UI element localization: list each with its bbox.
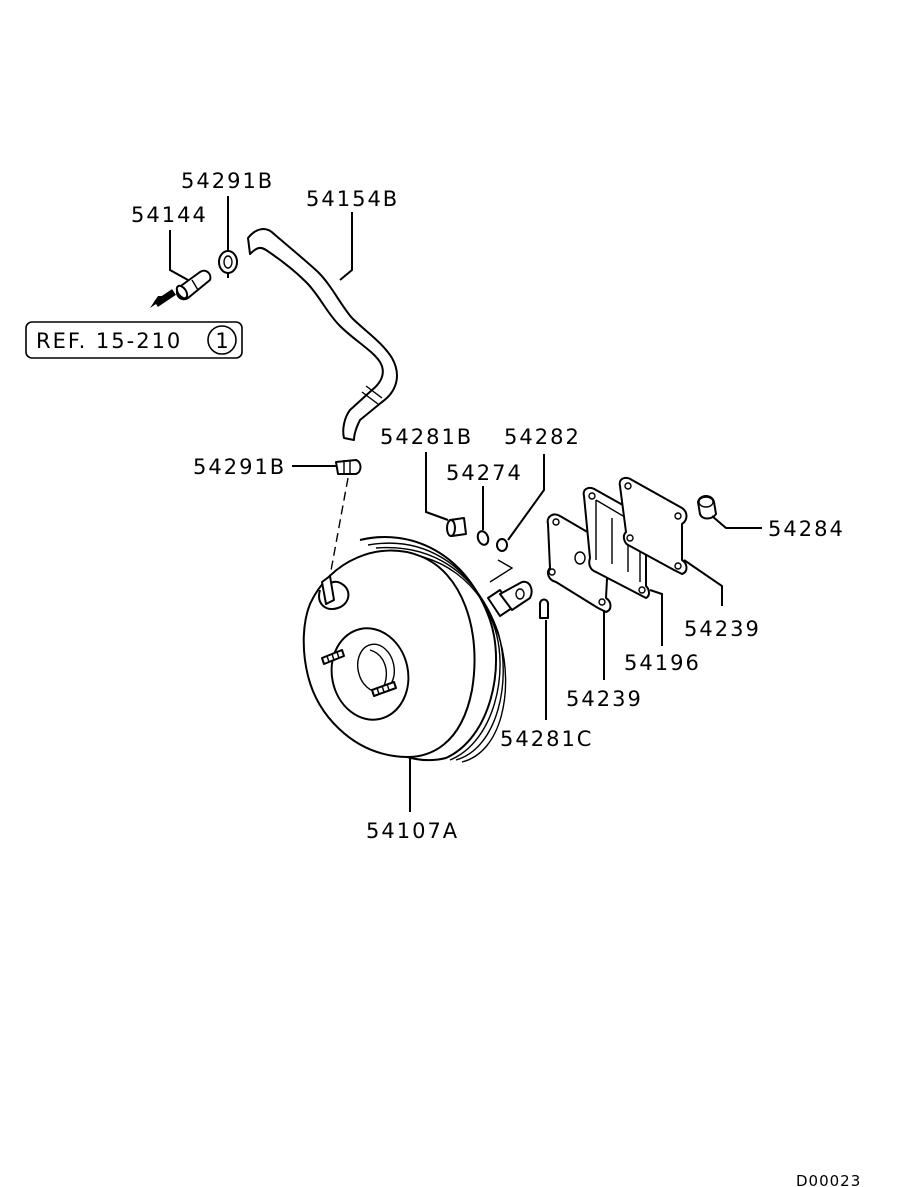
hose-clamp-upper[interactable]	[218, 250, 238, 278]
label-check-valve: 54144	[131, 203, 208, 227]
label-gasket-inner: 54239	[566, 687, 643, 711]
label-snap-pin: 54282	[504, 425, 581, 449]
check-valve[interactable]	[175, 269, 212, 301]
left-arrow-icon	[150, 289, 176, 308]
mounting-stud-lower	[371, 681, 397, 697]
label-bolt: 54284	[768, 517, 845, 541]
mounting-stud-upper	[321, 649, 345, 665]
snap-pin[interactable]	[496, 538, 508, 552]
washer[interactable]	[476, 530, 490, 547]
brake-booster[interactable]	[302, 536, 533, 763]
clevis-pin[interactable]	[446, 517, 467, 537]
reference-circled-number: 1	[215, 329, 228, 353]
circled-number-icon	[207, 325, 237, 355]
vacuum-hose[interactable]	[247, 228, 398, 441]
label-vacuum-hose: 54154B	[306, 187, 399, 211]
reference-text: REF. 15-210	[36, 329, 182, 353]
label-hose-clamp-lower: 54291B	[193, 455, 286, 479]
vacuum-inlet-fitting	[318, 575, 350, 610]
label-clevis-pin: 54281B	[380, 425, 473, 449]
bolt[interactable]	[697, 495, 717, 520]
gasket-outer[interactable]	[618, 477, 688, 575]
label-brake-booster: 54107A	[366, 819, 459, 843]
label-hose-clamp-upper: 54291B	[181, 169, 274, 193]
label-gasket-outer: 54239	[684, 617, 761, 641]
label-cotter-pin: 54281C	[500, 727, 593, 751]
cotter-pin[interactable]	[539, 598, 549, 619]
leader-lines	[169, 196, 762, 812]
assembly-guide-line	[329, 477, 349, 577]
hose-clamp-lower[interactable]	[335, 459, 362, 475]
diagram-code: D00023	[796, 1172, 861, 1187]
clevis	[487, 559, 533, 617]
label-spacer: 54196	[624, 651, 701, 675]
label-washer: 54274	[446, 461, 523, 485]
reference-box[interactable]: REF. 15-210 1	[25, 321, 243, 359]
